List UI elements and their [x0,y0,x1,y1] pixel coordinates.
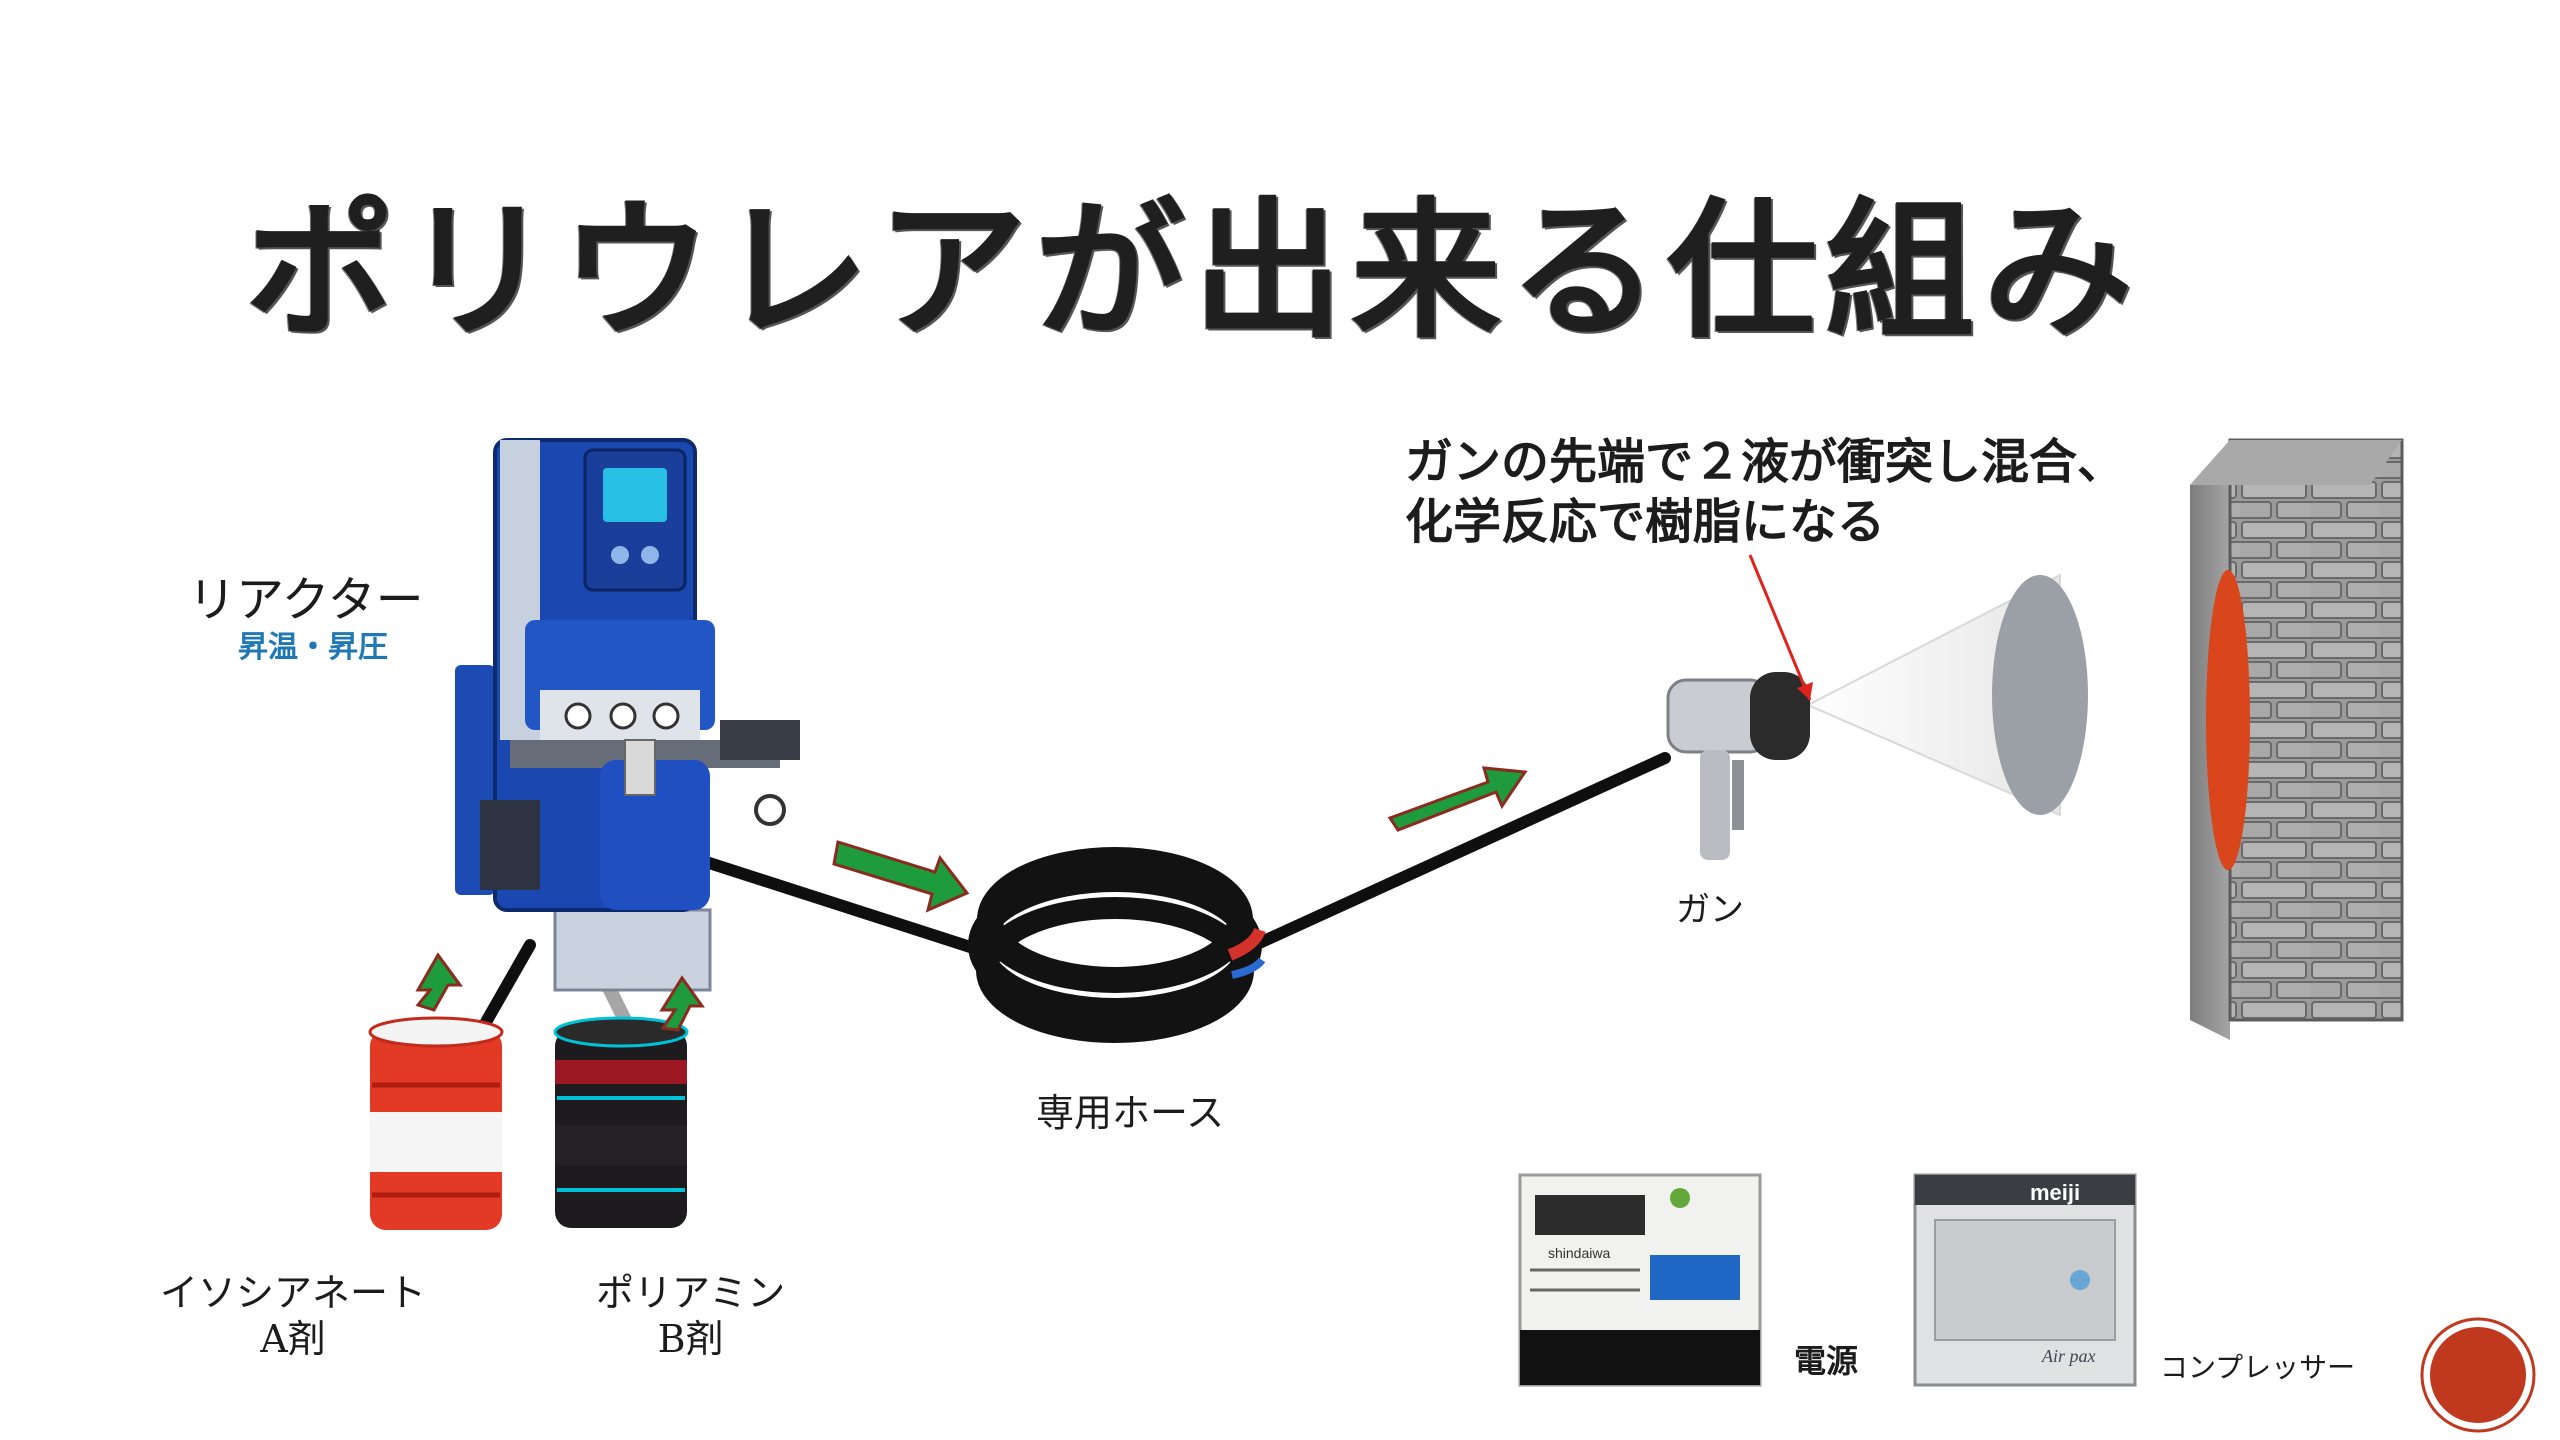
annotation-line-2: 化学反応で樹脂になる [1405,494,1886,550]
gun-label: ガン [1676,890,1744,930]
flow-arrows [415,766,1528,1032]
compressor-unit [1913,1173,2137,1387]
compressor-label: コンプレッサー [2160,1351,2356,1384]
power-label: 電源 [1794,1342,1859,1380]
polyamine-agent: B剤 [657,1317,724,1361]
drum-b [553,1016,689,1228]
accent-circle [2420,1317,2536,1433]
annotation-line [1748,554,1812,701]
compressor-model: Air pax [2041,1346,2096,1366]
spray-cone [1805,573,2088,817]
polyamine-label: ポリアミン B剤 [596,1270,785,1362]
isocyanate-label: イソシアネート A剤 [160,1270,426,1362]
reactor-sublabel: 昇温・昇圧 [238,630,388,665]
polyamine-name: ポリアミン [596,1271,786,1315]
coiled-hose [968,847,1266,1043]
annotation-line-1: ガンの先端で２液が衝突し混合、 [1405,434,2126,490]
hose-label: 専用ホース [1036,1091,1225,1135]
page-title: ポリウレアが出来る仕組み [245,183,2142,359]
compressor-brand: meiji [2030,1180,2080,1205]
reactor-machine [455,438,800,992]
isocyanate-agent: A剤 [260,1317,326,1361]
reactor-label: リアクター [188,572,424,628]
drum-a [368,1016,504,1230]
generator-brand: shindaiwa [1548,1245,1610,1261]
spray-gun [1666,672,1810,860]
hose-lines [464,752,1671,1057]
generator-unit [1518,1173,1762,1387]
isocyanate-name: イソシアネート [160,1271,427,1315]
annotation-note: ガンの先端で２液が衝突し混合、 化学反応で樹脂になる [1405,432,2125,552]
brick-wall [2190,438,2404,1040]
